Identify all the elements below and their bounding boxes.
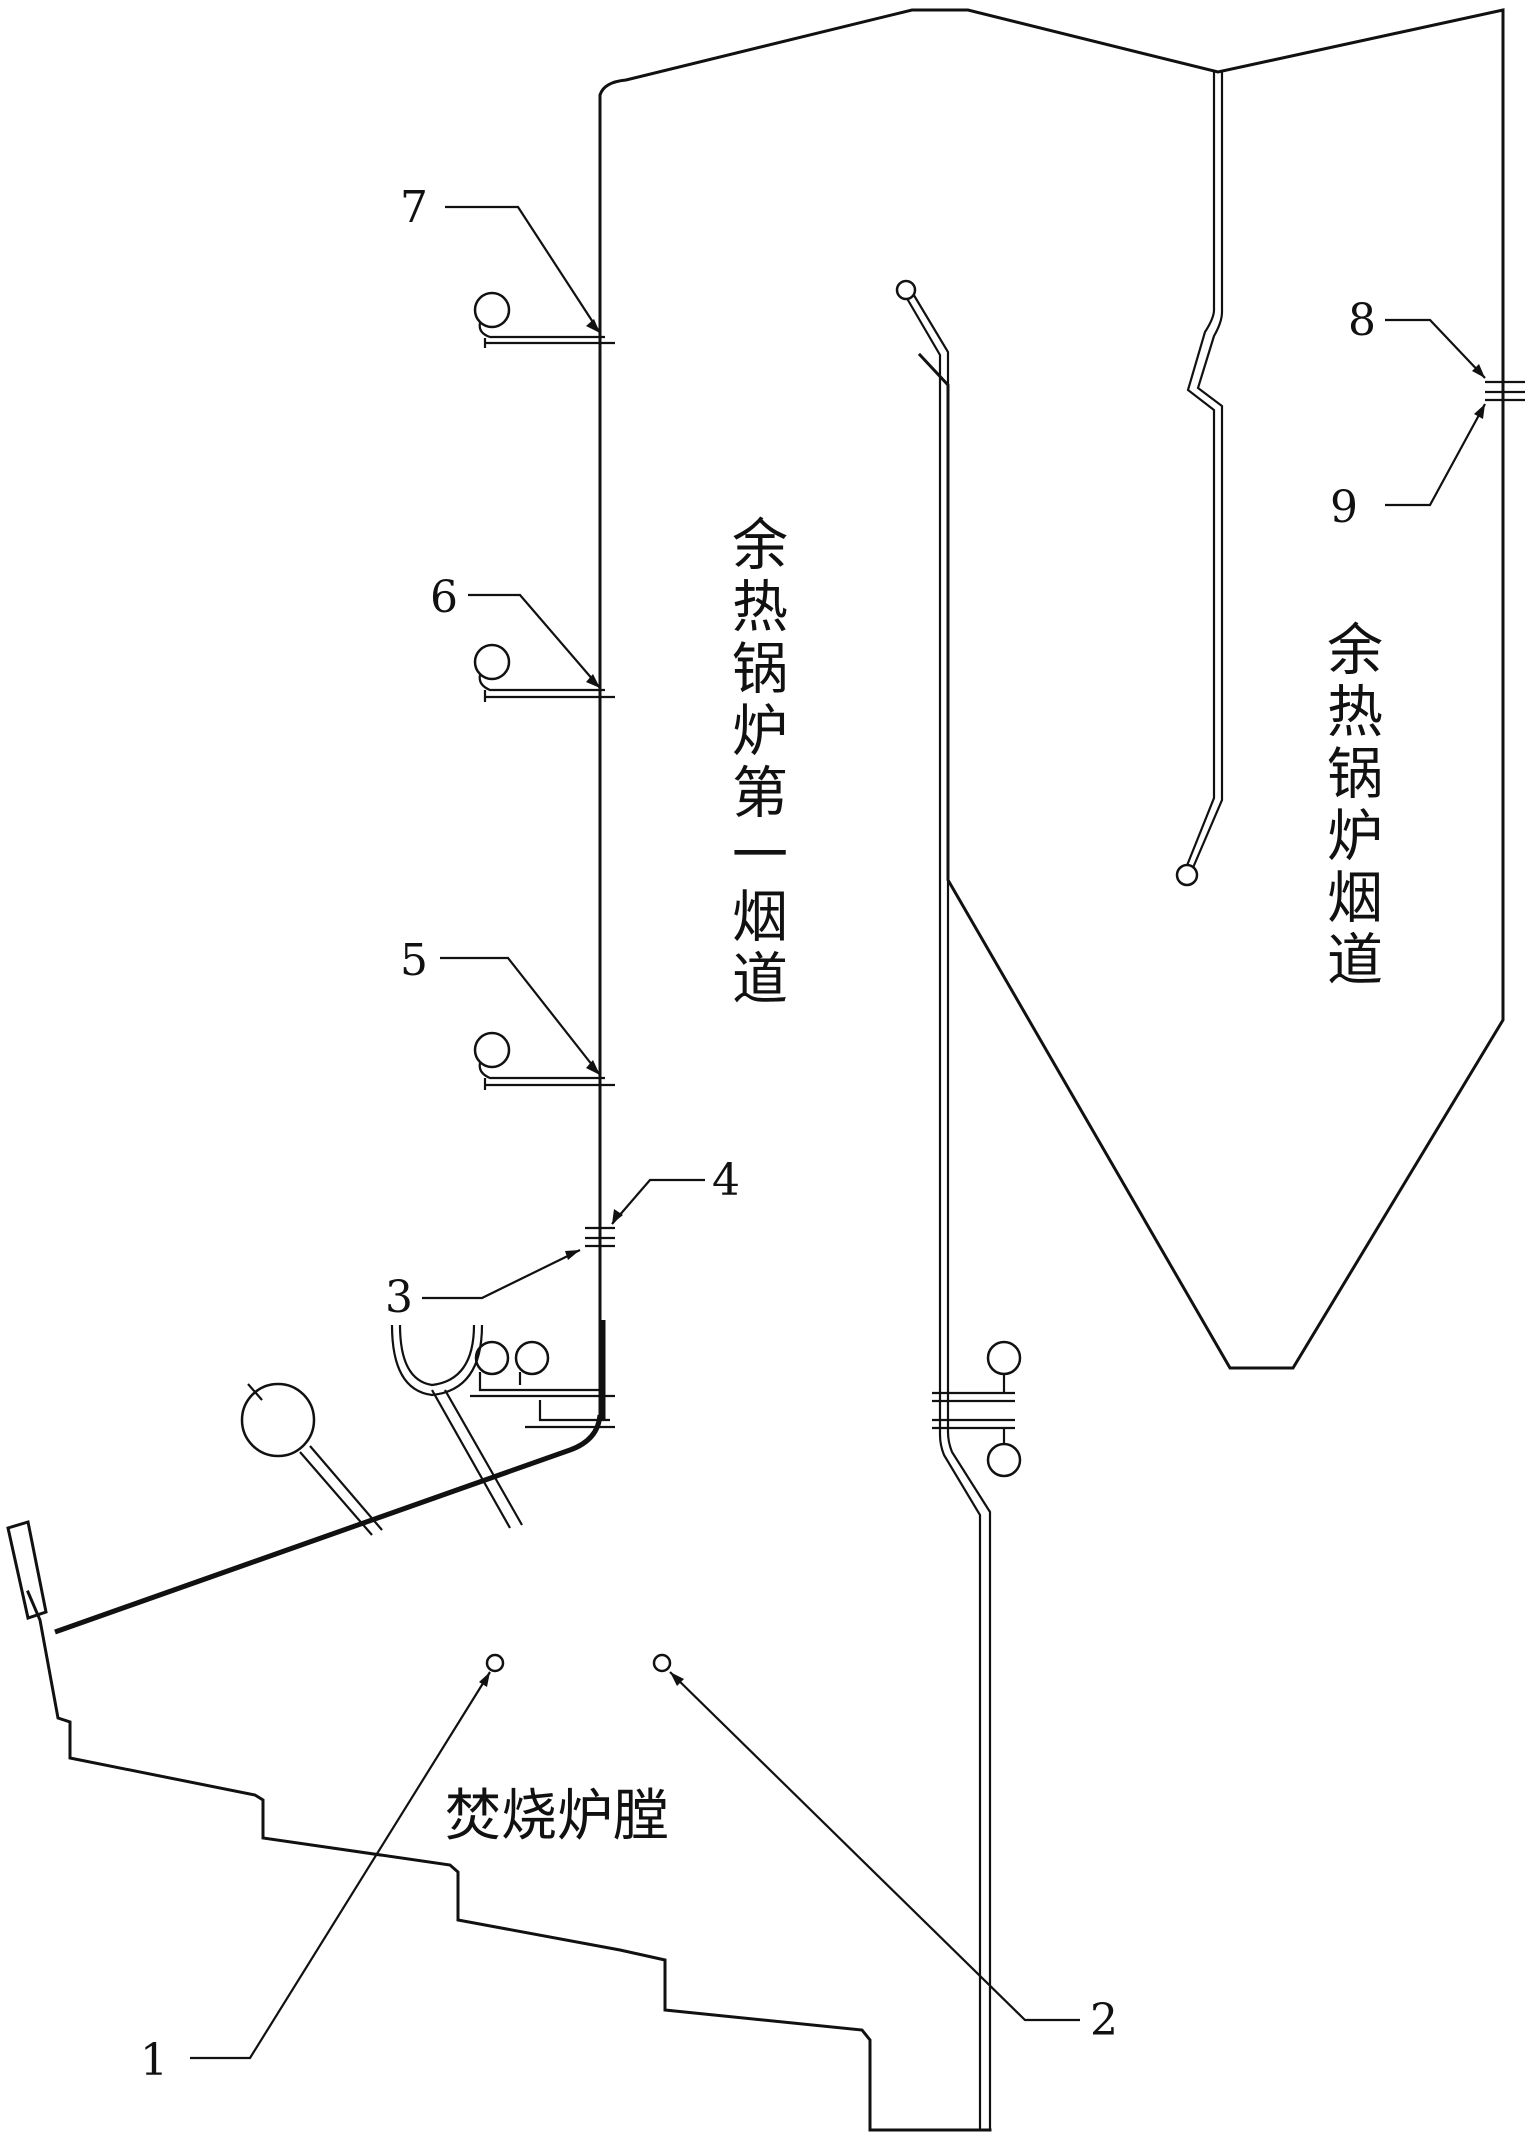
nozzle-3-4 xyxy=(585,1226,615,1248)
label-furnace: 焚烧炉膛 xyxy=(445,1784,669,1849)
nozzle-7 xyxy=(473,291,615,348)
measure-point-2-icon xyxy=(652,1653,672,1673)
secondary-air-duct xyxy=(390,1324,523,1529)
drum-icon xyxy=(986,1340,1022,1376)
feed-chute xyxy=(6,1520,48,1620)
lower-nozzles-left xyxy=(470,1320,615,1429)
callout-5: 5 xyxy=(400,935,428,986)
roof-partition xyxy=(1184,72,1216,869)
callout-4: 4 xyxy=(712,1155,740,1206)
tube-end-icon xyxy=(895,279,917,301)
drum-icon xyxy=(240,1382,316,1458)
nozzle-5 xyxy=(473,1031,615,1090)
callout-6: 6 xyxy=(430,572,458,623)
drum-icon xyxy=(514,1340,550,1376)
middle-wall-inner xyxy=(911,291,992,2130)
roof-partition-inner xyxy=(1190,72,1224,871)
leader-lines xyxy=(190,205,1486,2060)
middle-wall-outer xyxy=(904,294,982,2130)
callout-2: 2 xyxy=(1090,1995,1118,2046)
callout-1: 1 xyxy=(140,2035,168,2086)
nozzle-8-9 xyxy=(1485,380,1525,402)
drum-icon xyxy=(473,291,511,329)
drum-icon xyxy=(474,1340,510,1376)
callout-3: 3 xyxy=(385,1272,413,1323)
drum-icon xyxy=(986,1442,1022,1478)
callout-9: 9 xyxy=(1330,482,1358,533)
middle-wall-nozzles xyxy=(932,1340,1022,1478)
first-flue-left-wall xyxy=(598,8,1505,1417)
front-arch-slope xyxy=(54,1414,603,1635)
callout-8: 8 xyxy=(1348,295,1376,346)
large-drum xyxy=(240,1382,383,1536)
callout-7: 7 xyxy=(400,182,428,233)
tube-end-icon xyxy=(1175,863,1199,887)
drum-icon xyxy=(473,1031,511,1069)
measure-point-1-icon xyxy=(485,1653,505,1673)
drum-icon xyxy=(473,643,511,681)
label-first-flue: 余热锅炉第一烟道 xyxy=(723,515,788,1011)
furnace-outline xyxy=(6,8,1505,2132)
nozzle-6 xyxy=(473,643,615,702)
label-boiler-flue: 余热锅炉烟道 xyxy=(1318,620,1383,992)
furnace-base xyxy=(26,1590,872,2132)
